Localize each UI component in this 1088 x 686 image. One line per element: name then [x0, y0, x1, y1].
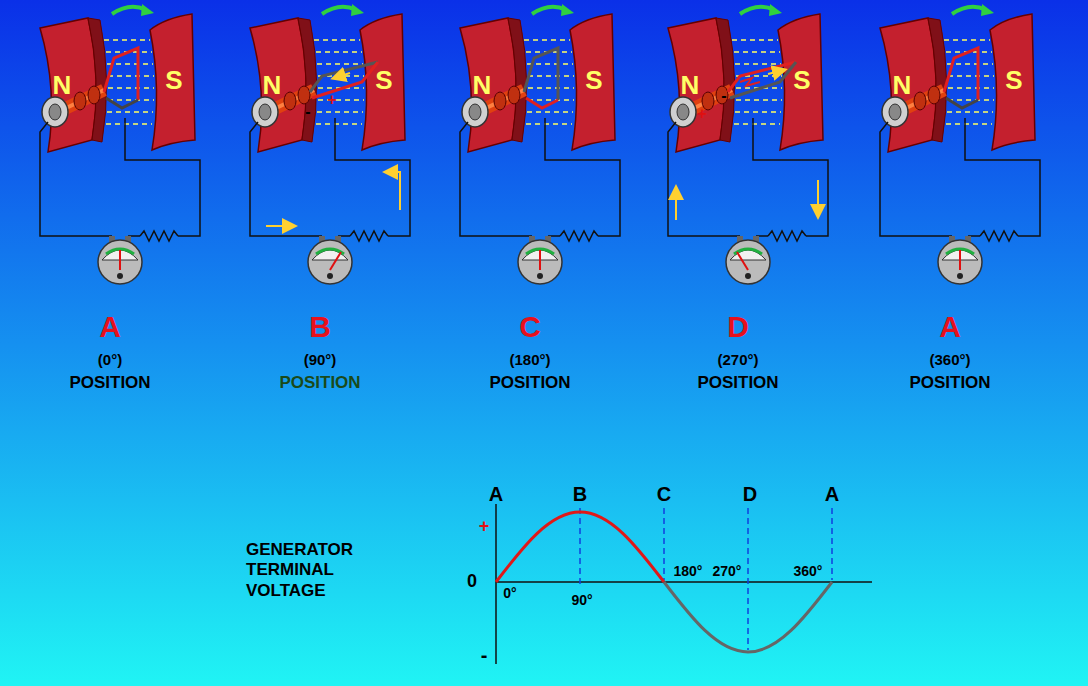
pole-label: N: [53, 71, 72, 100]
graph-letter: B: [573, 483, 587, 505]
polarity-sign: +: [327, 91, 336, 109]
graph-letter: C: [657, 483, 671, 505]
angle-tick: 0°: [503, 586, 516, 601]
panel-c: [460, 4, 620, 284]
position-letter: D: [727, 310, 749, 343]
pole-label: N: [893, 71, 912, 100]
polarity-sign: -: [721, 87, 726, 105]
position-word: POSITION: [279, 374, 360, 393]
pole-label: N: [263, 71, 282, 100]
position-letter: C: [519, 310, 541, 343]
axis-sign: -: [481, 644, 488, 666]
position-letter: A: [939, 310, 961, 343]
panel-a: [40, 4, 200, 284]
angle-tick: 360°: [794, 564, 823, 579]
angle-label: (90°): [304, 352, 337, 369]
panel-b: [250, 4, 410, 284]
position-word: POSITION: [697, 374, 778, 393]
pole-label: S: [165, 66, 182, 95]
pole-label: S: [375, 66, 392, 95]
angle-label: (270°): [717, 352, 758, 369]
panel-a-return: [880, 4, 1040, 284]
position-letter: A: [99, 310, 121, 343]
pole-label: S: [585, 66, 602, 95]
pole-label: S: [793, 66, 810, 95]
pole-label: N: [473, 71, 492, 100]
angle-label: (360°): [929, 352, 970, 369]
panel-d: [668, 4, 828, 284]
angle-tick: 270°: [713, 564, 742, 579]
axis-sign: +: [479, 517, 490, 537]
position-word: POSITION: [909, 374, 990, 393]
angle-tick: 180°: [674, 564, 703, 579]
position-letter: B: [309, 310, 331, 343]
voltage-graph: [496, 504, 872, 664]
axis-zero: 0: [467, 572, 477, 592]
pole-label: S: [1005, 66, 1022, 95]
pole-label: N: [681, 71, 700, 100]
polarity-sign: -: [305, 103, 310, 121]
position-word: POSITION: [69, 374, 150, 393]
graph-letter: A: [825, 483, 839, 505]
graph-letter: D: [743, 483, 757, 505]
position-word: POSITION: [489, 374, 570, 393]
angle-label: (0°): [98, 352, 122, 369]
graph-letter: A: [489, 483, 503, 505]
angle-tick: 90°: [571, 593, 592, 608]
polarity-sign: +: [697, 105, 706, 123]
axis-title: GENERATOR TERMINAL VOLTAGE: [246, 540, 386, 601]
angle-label: (180°): [509, 352, 550, 369]
